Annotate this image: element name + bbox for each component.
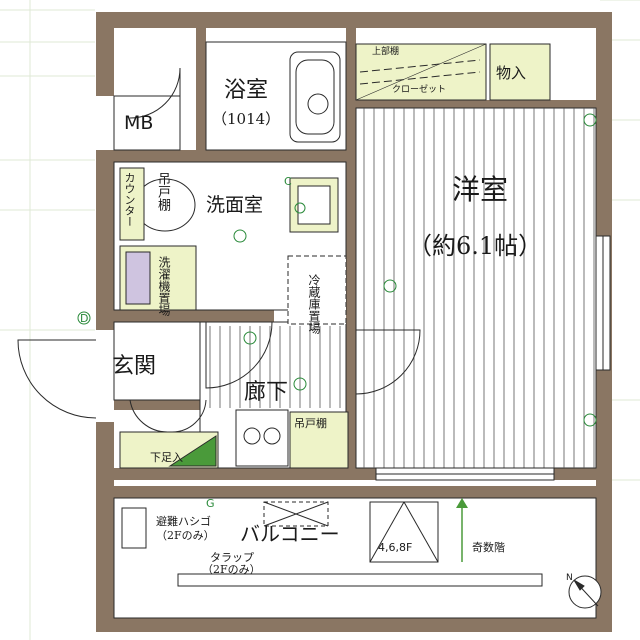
- balcony-floor: [113, 497, 597, 619]
- western-room-name: 洋室: [452, 173, 509, 206]
- western-room-size: （約6.1帖）: [408, 232, 543, 260]
- meter-box-label: MB: [124, 112, 154, 134]
- closet: [355, 43, 551, 101]
- entrance-floor: [113, 321, 201, 401]
- toilet-icon: [307, 93, 329, 115]
- balcony-name: バルコニー: [240, 522, 340, 546]
- shoe-box: [119, 431, 219, 469]
- sliding-window-icon: [595, 235, 611, 371]
- bathroom-name: 浴室: [224, 78, 269, 103]
- closet-upper-label: 上部棚: [372, 47, 400, 57]
- storage-label: 物入: [496, 64, 527, 82]
- entrance-name: 玄関: [112, 354, 157, 379]
- symbol-g: G: [206, 497, 215, 510]
- outer-walls: [96, 12, 612, 632]
- door-swing-icon: [17, 67, 421, 433]
- odd-floors-label: 奇数階: [472, 541, 505, 554]
- trap-label: タラップ: [210, 551, 254, 564]
- washroom-name: 洗面室: [206, 194, 264, 216]
- symbol-d: D: [80, 312, 89, 325]
- escape-ladder-note: （2Fのみ）: [156, 529, 215, 542]
- compass-icon: [568, 575, 602, 609]
- sink-icon: [134, 177, 339, 233]
- hanging-cabinet-kitchen-label: 吊戸棚: [294, 417, 327, 430]
- washing-machine-area: [119, 245, 197, 311]
- electrical-symbols: [77, 113, 597, 427]
- western-room-floor: [355, 107, 597, 469]
- stove-icon: [235, 409, 289, 467]
- floors-note-label: 4,6,8F: [378, 541, 413, 554]
- washing-machine-label: 洗濯機置場: [157, 256, 171, 316]
- hanging-cabinet-kitchen: [289, 411, 349, 469]
- mb-box: [113, 95, 181, 151]
- closet-label: クローゼット: [392, 85, 447, 95]
- escape-ladder-label: 避難ハシゴ: [156, 515, 211, 528]
- fridge-label: 冷蔵庫置場: [307, 274, 321, 334]
- hanging-cabinet-wash-label: 吊戸棚: [155, 172, 170, 211]
- balcony-fixtures: [121, 498, 543, 587]
- shoe-box-label: 下足入: [150, 451, 183, 464]
- symbol-c: C: [284, 175, 292, 188]
- fridge-area: [287, 255, 347, 325]
- corridor-name: 廊下: [244, 380, 289, 405]
- trap-note: （2Fのみ）: [202, 563, 261, 576]
- counter: [119, 167, 145, 241]
- balcony-window: [375, 467, 555, 481]
- counter-label: カウンター: [123, 172, 136, 227]
- flooring-lines: [209, 108, 595, 468]
- compass-label: N: [566, 573, 573, 583]
- bathroom-model: （1014）: [212, 110, 281, 128]
